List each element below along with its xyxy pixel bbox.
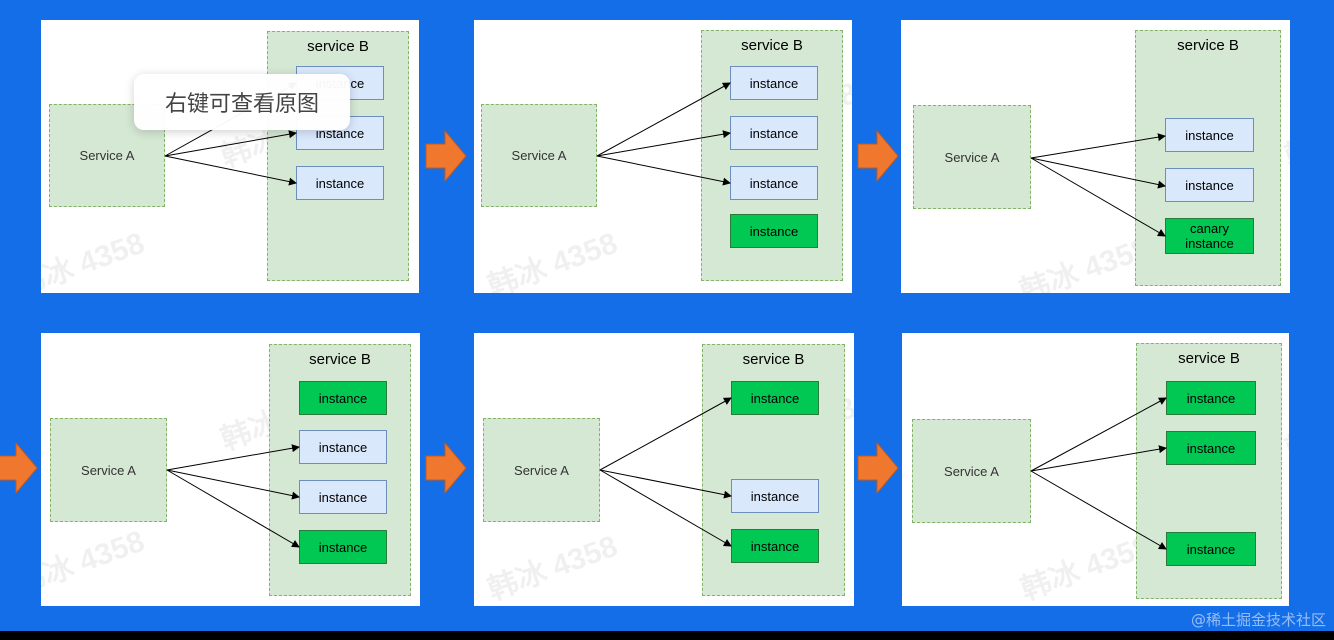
site-watermark: @稀土掘金技术社区 (1190, 611, 1326, 629)
service-a-box: Service A (50, 418, 167, 522)
new-instance-box: instance (299, 530, 387, 564)
new-instance-box: instance (1166, 532, 1256, 566)
new-instance-box: instance (731, 381, 819, 415)
instance-box: instance (730, 66, 818, 100)
instance-box: instance (730, 116, 818, 150)
service-a-box: Service A (483, 418, 600, 522)
instance-box: instance (299, 430, 387, 464)
connector-arrows (166, 444, 300, 548)
connector-arrows (1030, 397, 1167, 550)
diagram-panel-4: 韩冰 4358 韩冰 4358 service B Service A inst… (41, 333, 420, 606)
instance-box: instance (296, 166, 384, 200)
diagram-panel-6: 韩冰 4358 韩冰 4358 service B Service A inst… (902, 333, 1289, 606)
new-instance-box: instance (1166, 381, 1256, 415)
step-arrow-icon (425, 130, 467, 182)
new-instance-box: instance (299, 381, 387, 415)
connector-arrows (164, 82, 297, 186)
service-b-title: service B (742, 351, 805, 368)
instance-box: instance (1165, 168, 1254, 202)
connector-arrows (1030, 133, 1166, 237)
service-b-title: service B (307, 38, 369, 55)
diagram-panel-3: 韩冰 4358 韩冰 4358 service B Service A inst… (901, 20, 1290, 293)
canary-instance-box: canary instance (1165, 218, 1254, 254)
connector-arrows (596, 82, 731, 186)
step-arrow-icon (857, 130, 899, 182)
diagram-panel-1: 韩冰 4358 韩冰 4358 service B Service A inst… (41, 20, 419, 293)
service-a-box: Service A (481, 104, 597, 207)
service-b-title: service B (1177, 37, 1239, 54)
service-b-title: service B (1178, 350, 1240, 367)
step-arrow-icon (425, 442, 467, 494)
bottom-bar (0, 631, 1334, 640)
connector-arrows (599, 397, 732, 547)
instance-box: instance (1165, 118, 1254, 152)
service-b-title: service B (309, 351, 371, 368)
step-arrow-icon (0, 442, 38, 494)
step-arrow-icon (857, 442, 899, 494)
service-b-title: service B (741, 37, 803, 54)
diagram-panel-5: 韩冰 4358 韩冰 4358 service B Service A inst… (474, 333, 854, 606)
service-a-box: Service A (912, 419, 1031, 523)
diagram-panel-2: 韩冰 4358 韩冰 4358 service B Service A inst… (474, 20, 852, 293)
instance-box: instance (299, 480, 387, 514)
new-instance-box: instance (730, 214, 818, 248)
view-original-tooltip[interactable]: 右键可查看原图 (134, 74, 350, 130)
new-instance-box: instance (731, 529, 819, 563)
instance-box: instance (731, 479, 819, 513)
new-instance-box: instance (1166, 431, 1256, 465)
service-a-box: Service A (913, 105, 1031, 209)
